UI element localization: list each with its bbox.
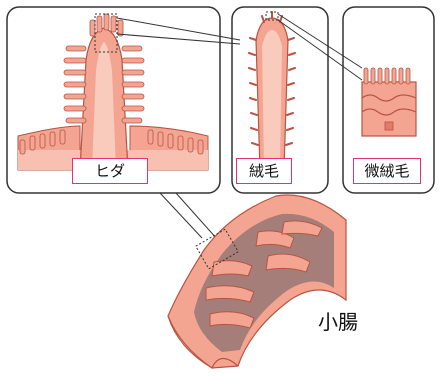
small-intestine-label: 小腸 [318, 312, 358, 332]
microvillus-label: 微絨毛 [353, 158, 421, 184]
fold-label: ヒダ [72, 158, 148, 184]
villus-label: 絨毛 [236, 158, 292, 184]
small-intestine-illustration [168, 195, 346, 368]
